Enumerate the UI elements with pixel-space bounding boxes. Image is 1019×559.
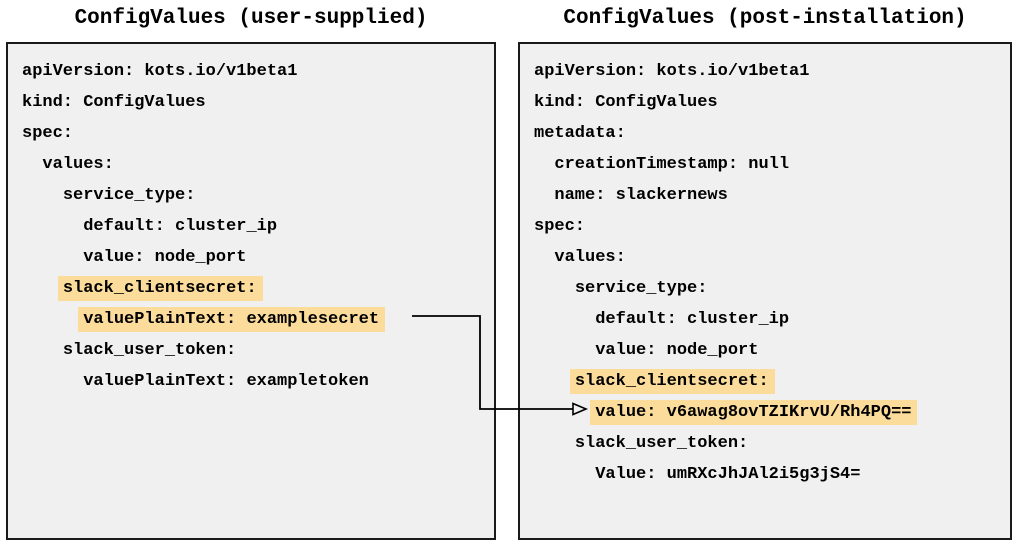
yaml-line: slack_clientsecret: — [534, 366, 1010, 397]
user-supplied-column: ConfigValues (user-supplied) apiVersion:… — [6, 0, 496, 540]
yaml-line: name: slackernews — [534, 180, 1010, 211]
yaml-indent — [534, 279, 575, 298]
yaml-text: kind: ConfigValues — [534, 93, 718, 112]
left-yaml-code: apiVersion: kots.io/v1beta1 kind: ConfigV… — [8, 44, 494, 397]
yaml-line: default: cluster_ip — [22, 211, 494, 242]
yaml-text: default: cluster_ip — [83, 217, 278, 236]
yaml-text: valuePlainText: exampletoken — [83, 372, 369, 391]
yaml-line: value: node_port — [534, 335, 1010, 366]
yaml-line: slack_user_token: — [534, 428, 1010, 459]
yaml-indent — [22, 217, 83, 236]
yaml-indent — [534, 403, 595, 422]
yaml-text: Value: umRXcJhJAl2i5g3jS4= — [595, 465, 861, 484]
yaml-line: valuePlainText: exampletoken — [22, 366, 494, 397]
yaml-text: spec: — [534, 217, 586, 236]
yaml-text: kind: ConfigValues — [22, 93, 206, 112]
yaml-indent — [534, 341, 595, 360]
yaml-text: creationTimestamp: null — [554, 155, 790, 174]
yaml-indent — [22, 279, 63, 298]
yaml-indent — [22, 248, 83, 267]
right-yaml-code: apiVersion: kots.io/v1beta1 kind: ConfigV… — [520, 44, 1010, 490]
yaml-text: value: node_port — [83, 248, 247, 267]
yaml-text: service_type: — [62, 186, 196, 205]
yaml-line: spec: — [22, 118, 494, 149]
yaml-line: valuePlainText: examplesecret — [22, 304, 494, 335]
yaml-line: Value: umRXcJhJAl2i5g3jS4= — [534, 459, 1010, 490]
yaml-text: apiVersion: kots.io/v1beta1 — [22, 62, 298, 81]
yaml-text: slack_user_token: — [574, 434, 749, 453]
yaml-line: slack_clientsecret: — [22, 273, 494, 304]
yaml-text: spec: — [22, 124, 74, 143]
yaml-line: service_type: — [22, 180, 494, 211]
yaml-line: metadata: — [534, 118, 1010, 149]
yaml-text: values: — [42, 155, 114, 174]
yaml-line: value: node_port — [22, 242, 494, 273]
yaml-indent — [22, 310, 83, 329]
yaml-line: default: cluster_ip — [534, 304, 1010, 335]
yaml-line: spec: — [534, 211, 1010, 242]
yaml-line: slack_user_token: — [22, 335, 494, 366]
yaml-line: value: v6awag8ovTZIKrvU/Rh4PQ== — [534, 397, 1010, 428]
yaml-line: service_type: — [534, 273, 1010, 304]
yaml-text: valuePlainText: examplesecret — [78, 307, 386, 332]
yaml-indent — [534, 310, 595, 329]
yaml-text: value: v6awag8ovTZIKrvU/Rh4PQ== — [590, 400, 918, 425]
yaml-line: values: — [22, 149, 494, 180]
yaml-line: apiVersion: kots.io/v1beta1 — [534, 56, 1010, 87]
yaml-line: kind: ConfigValues — [22, 87, 494, 118]
yaml-text: value: node_port — [595, 341, 759, 360]
yaml-text: default: cluster_ip — [595, 310, 790, 329]
yaml-line: apiVersion: kots.io/v1beta1 — [22, 56, 494, 87]
yaml-indent — [534, 434, 575, 453]
yaml-text: values: — [554, 248, 626, 267]
right-panel: apiVersion: kots.io/v1beta1 kind: ConfigV… — [518, 42, 1012, 540]
yaml-indent — [534, 372, 575, 391]
yaml-text: metadata: — [534, 124, 626, 143]
right-panel-title: ConfigValues (post-installation) — [563, 7, 967, 30]
yaml-text: apiVersion: kots.io/v1beta1 — [534, 62, 810, 81]
yaml-text: service_type: — [574, 279, 708, 298]
yaml-indent — [22, 372, 83, 391]
yaml-indent — [534, 465, 595, 484]
yaml-text: slack_user_token: — [62, 341, 237, 360]
yaml-line: kind: ConfigValues — [534, 87, 1010, 118]
yaml-text: name: slackernews — [554, 186, 728, 205]
yaml-line: values: — [534, 242, 1010, 273]
yaml-indent — [22, 186, 63, 205]
yaml-line: creationTimestamp: null — [534, 149, 1010, 180]
left-panel-title: ConfigValues (user-supplied) — [74, 7, 428, 30]
post-installation-column: ConfigValues (post-installation) apiVers… — [518, 0, 1012, 540]
yaml-indent — [22, 341, 63, 360]
yaml-text: slack_clientsecret: — [57, 276, 263, 301]
left-panel: apiVersion: kots.io/v1beta1 kind: ConfigV… — [6, 42, 496, 540]
yaml-text: slack_clientsecret: — [569, 369, 775, 394]
